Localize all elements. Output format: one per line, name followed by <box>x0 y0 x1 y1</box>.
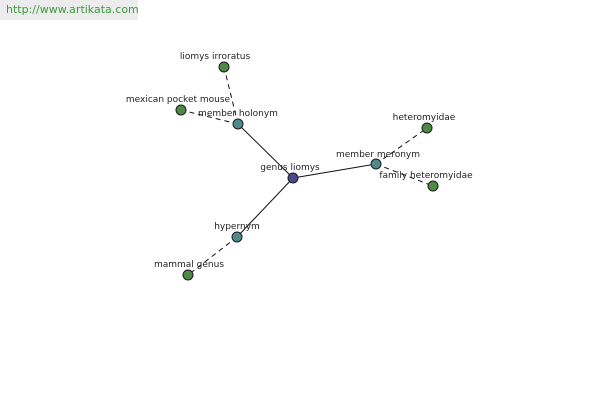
edge-holonym-pocketmouse <box>180 109 239 125</box>
graph-edges <box>180 66 434 276</box>
node-label-hypernym[interactable]: hypernym <box>214 222 260 232</box>
node-label-familyhet[interactable]: family heteromyidae <box>379 171 473 181</box>
node-label-pocketmouse[interactable]: mexican pocket mouse <box>126 95 231 105</box>
node-meronym[interactable] <box>370 158 382 170</box>
node-label-holonym[interactable]: member holonym <box>198 109 278 119</box>
node-mammalgenus[interactable] <box>182 269 194 281</box>
node-irroratus[interactable] <box>218 61 230 73</box>
edge-hypernym-mammalgenus <box>187 236 238 276</box>
edge-center-hypernym <box>236 177 294 238</box>
node-heteromyidae[interactable] <box>421 122 433 134</box>
node-label-center[interactable]: genus liomys <box>260 163 320 173</box>
node-hypernym[interactable] <box>231 231 243 243</box>
node-label-mammalgenus[interactable]: mammal genus <box>154 260 224 270</box>
node-center[interactable] <box>287 172 299 184</box>
node-pocketmouse[interactable] <box>175 104 187 116</box>
node-holonym[interactable] <box>232 118 244 130</box>
edge-meronym-familyhet <box>375 163 434 187</box>
graph-nodes <box>175 61 439 281</box>
node-label-irroratus[interactable]: liomys irroratus <box>180 52 251 62</box>
watermark-url[interactable]: http://www.artikata.com <box>0 0 139 20</box>
node-label-meronym[interactable]: member meronym <box>336 150 420 160</box>
edge-center-holonym <box>237 123 294 179</box>
edge-meronym-heteromyidae <box>375 127 428 165</box>
node-familyhet[interactable] <box>427 180 439 192</box>
graph-labels: genus liomys member holonym member meronym… <box>126 52 473 270</box>
node-label-heteromyidae[interactable]: heteromyidae <box>393 113 456 123</box>
edge-center-meronym <box>292 163 377 179</box>
edge-holonym-irroratus <box>223 66 239 125</box>
